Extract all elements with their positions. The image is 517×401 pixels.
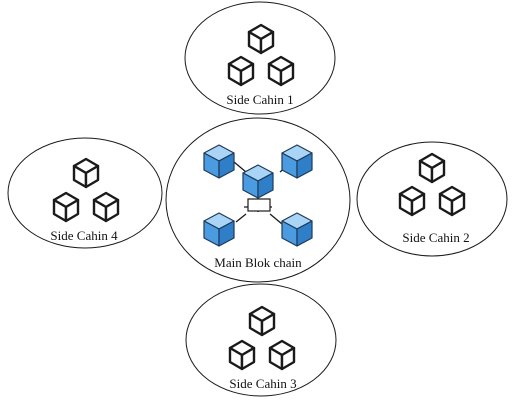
cube-outline-icon <box>267 55 295 87</box>
side-chain-4-blocks <box>52 157 120 223</box>
side-chain-1: Side Cahin 1 <box>184 1 336 115</box>
cube-blue-icon <box>203 212 235 247</box>
main-chain-blocks <box>203 144 313 247</box>
cube-blue-icon <box>203 144 235 179</box>
side-chain-4-label: Side Cahin 4 <box>50 228 118 243</box>
side-chain-4-ellipse <box>7 137 163 249</box>
side-chain-1-ellipse <box>184 1 336 115</box>
main-chain-ellipse <box>165 117 351 283</box>
side-chain-3-blocks <box>228 305 296 371</box>
cube-outline-icon <box>52 191 80 223</box>
side-chain-4: Side Cahin 4 <box>7 137 163 249</box>
main-chain-label: Main Blok chain <box>214 255 302 270</box>
cube-blue-icon <box>281 144 313 179</box>
cube-outline-icon <box>92 191 120 223</box>
cube-blue-icon <box>242 164 274 199</box>
side-chain-2-ellipse <box>356 141 508 257</box>
side-chain-3-ellipse <box>185 283 337 397</box>
cube-outline-icon <box>228 339 256 371</box>
cube-blue-icon <box>281 212 313 247</box>
side-chain-1-blocks <box>227 23 295 87</box>
side-chain-2: Side Cahin 2 <box>356 141 508 257</box>
main-chain: Main Blok chain <box>165 117 351 283</box>
chain-connector-icon <box>247 198 271 212</box>
cube-outline-icon <box>418 152 446 184</box>
side-chain-3: Side Cahin 3 <box>185 283 337 397</box>
cube-outline-icon <box>72 157 100 189</box>
side-chain-1-label: Side Cahin 1 <box>226 92 293 107</box>
cube-outline-icon <box>248 305 276 337</box>
side-chain-3-label: Side Cahin 3 <box>229 376 296 391</box>
cube-outline-icon <box>398 185 426 217</box>
side-chain-2-label: Side Cahin 2 <box>402 230 469 245</box>
cube-outline-icon <box>268 339 296 371</box>
cube-outline-icon <box>227 55 255 87</box>
cube-outline-icon <box>247 23 275 55</box>
cube-outline-icon <box>438 185 466 217</box>
side-chain-2-blocks <box>398 152 466 217</box>
